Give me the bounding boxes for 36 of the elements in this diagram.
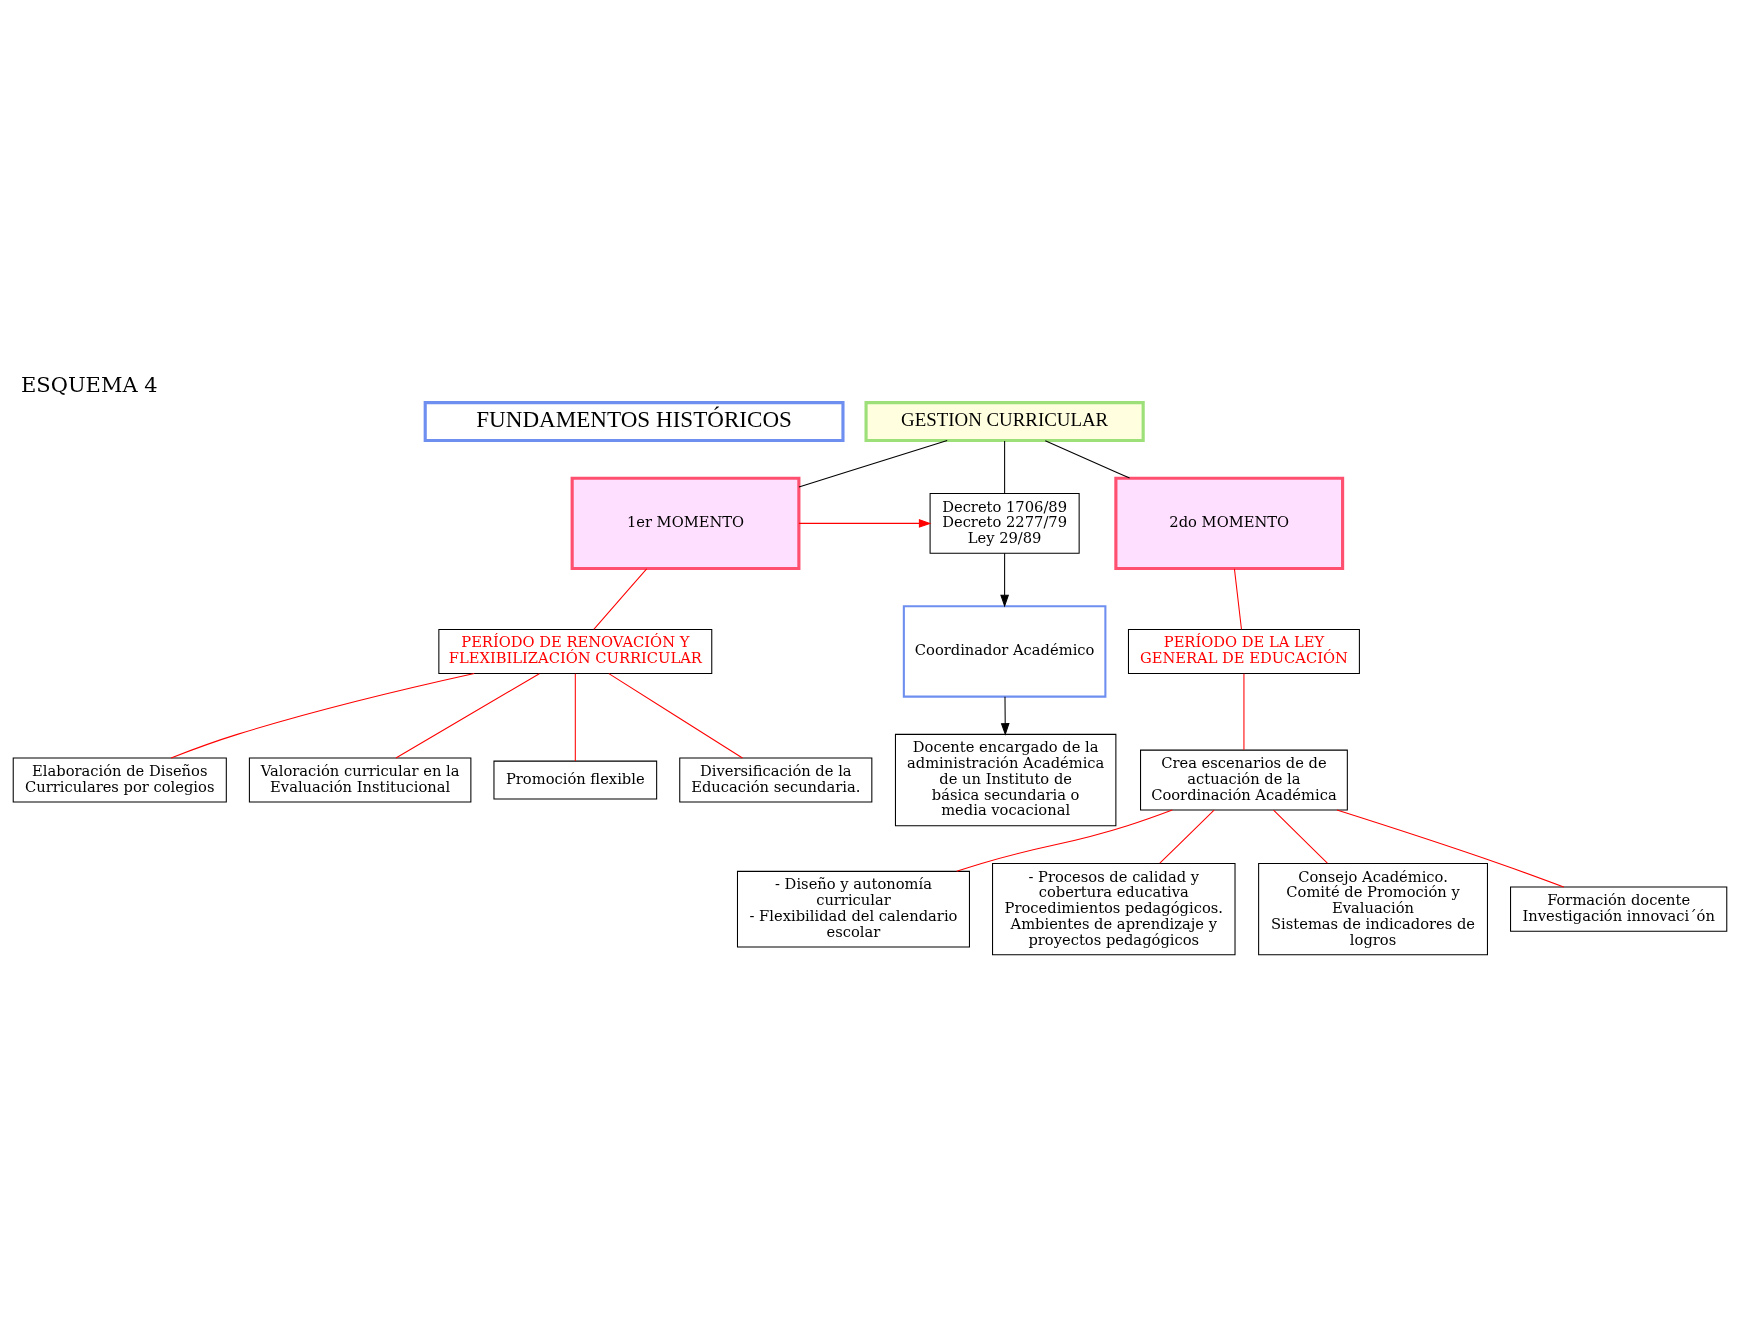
connector [574, 672, 576, 762]
connector [395, 672, 540, 758]
connector [170, 672, 475, 758]
node-box: Promoción flexible [493, 760, 658, 799]
node-box: Valoración curricular en la Evaluación Institucional [248, 756, 472, 803]
connector [1233, 567, 1242, 630]
node-box: Elaboración de Diseños Curriculares por colegios [12, 756, 227, 803]
node-box: 1er MOMENTO [570, 476, 801, 570]
connector [1273, 809, 1328, 864]
node-box: 2do MOMENTO [1114, 476, 1345, 570]
node-box: - Procesos de calidad y cobertura educativa Procedimientos pedagógicos. Ambientes de aprendizaje y proyectos pedagógicos [992, 862, 1236, 955]
connector [1159, 809, 1215, 864]
node-box: FUNDAMENTOS HISTÓRICOS [423, 400, 845, 442]
node-box: GESTION CURRICULAR [864, 400, 1145, 442]
connector [1336, 809, 1565, 888]
arrow [1000, 695, 1010, 736]
diagram-title: ESQUEMA 4 [21, 372, 158, 397]
node-box: Decreto 1706/89 Decreto 2277/79 Ley 29/89 [929, 492, 1080, 554]
connector [608, 672, 743, 758]
connector [1243, 672, 1245, 750]
node-box: - Diseño y autonomía curricular - Flexibilidad del calendario escolar [736, 870, 970, 947]
node-box: PERÍODO DE RENOVACIÓN Y FLEXIBILIZACIÓN CURRICULAR [438, 628, 713, 674]
connector [798, 439, 948, 487]
node-box: Formación docente Investigación innovaci´ón [1510, 886, 1728, 932]
connector [593, 567, 648, 630]
connector [956, 808, 1173, 872]
node-box: Consejo Académico. Comité de Promoción y Evaluación Sistemas de indicadores de logros [1258, 862, 1488, 955]
node-box: PERÍODO DE LA LEY GENERAL DE EDUCACIÓN [1127, 628, 1360, 674]
node-box: Diversificación de la Educación secundaria. [679, 756, 873, 803]
node-box: Crea escenarios de de actuación de la Coordinación Académica [1140, 749, 1348, 810]
node-box: Coordinador Académico [902, 604, 1107, 698]
arrow [798, 518, 932, 528]
connector [1044, 439, 1131, 479]
node-box: Docente encargado de la administración Académica de un Instituto de básica secundaria o media vocacional [894, 733, 1117, 826]
arrow [1000, 552, 1010, 607]
connector [1004, 439, 1006, 494]
